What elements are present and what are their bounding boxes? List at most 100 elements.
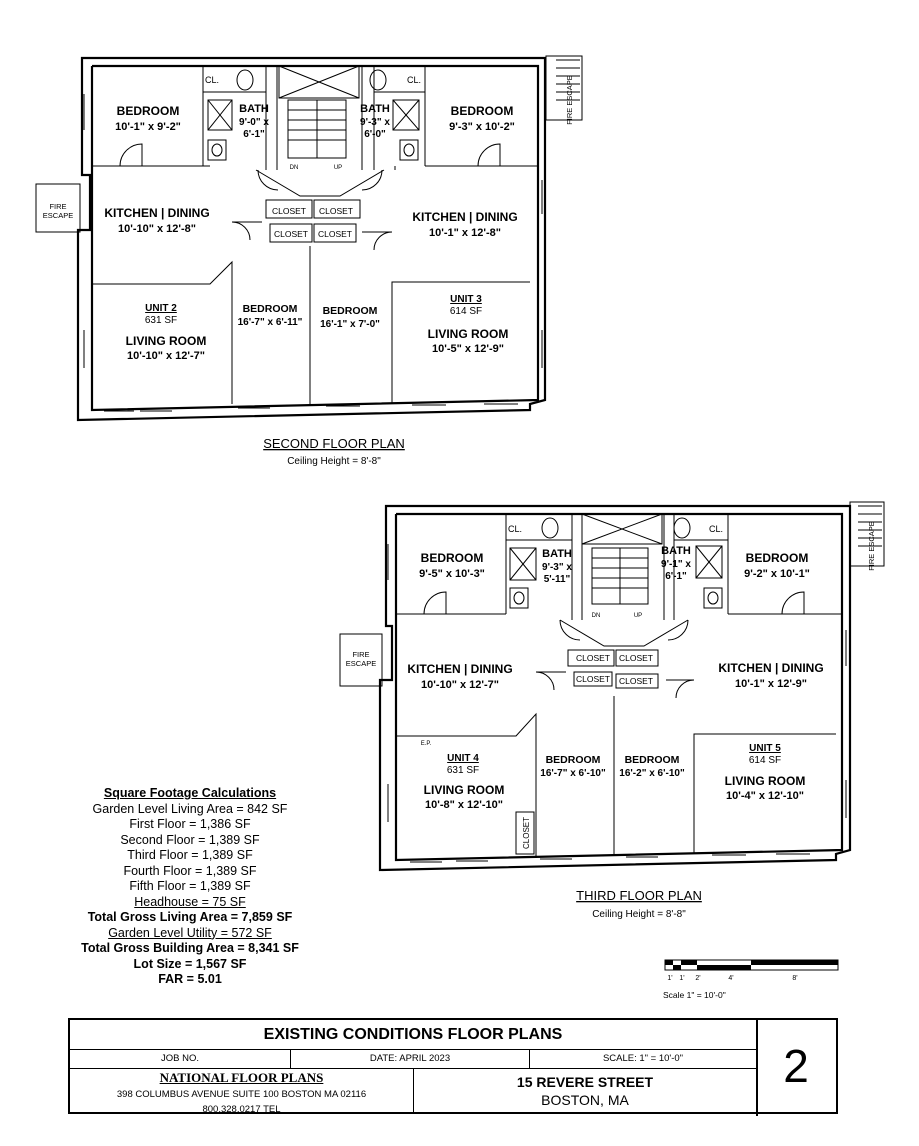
property-street: 15 REVERE STREET bbox=[516, 1074, 654, 1090]
scale-label-2: 1' bbox=[679, 975, 684, 982]
title-block: EXISTING CONDITIONS FLOOR PLANS JOB NO. … bbox=[68, 1018, 838, 1116]
scale-label-1: 1' bbox=[667, 975, 672, 982]
sf-bath-left-dim1: 9'-0" x bbox=[239, 117, 269, 128]
third-floor-ceiling: Ceiling Height = 8'-8" bbox=[592, 909, 686, 920]
scale-label-3: 2' bbox=[695, 975, 700, 982]
sf-unit-left-sf: 631 SF bbox=[145, 315, 177, 326]
sqft-line-utility: Garden Level Utility = 572 SF bbox=[108, 925, 272, 940]
property-block: 15 REVERE STREET BOSTON, MA bbox=[414, 1068, 756, 1112]
sqft-line-first: First Floor = 1,386 SF bbox=[129, 817, 251, 831]
scale-caption: Scale 1" = 10'-0" bbox=[663, 990, 726, 1000]
tf-unit-left: UNIT 4 bbox=[447, 753, 479, 764]
tf-bath-left-name: BATH bbox=[542, 548, 572, 560]
sf-bath-left-dim2: 6'-1" bbox=[243, 129, 265, 140]
scale-label-5: 8' bbox=[792, 975, 797, 982]
sqft-line-headhouse: Headhouse = 75 SF bbox=[134, 894, 246, 909]
tf-bedroom-left-dim: 9'-5" x 10'-3" bbox=[419, 568, 485, 580]
tf-closet-living: CLOSET bbox=[522, 817, 531, 849]
sf-bath-right-dim2: 6'-0" bbox=[364, 129, 386, 140]
sf-kitchen-left-name: KITCHEN | DINING bbox=[104, 206, 209, 220]
tf-kitchen-left-name: KITCHEN | DINING bbox=[407, 662, 512, 676]
sf-cl-right: CL. bbox=[407, 75, 421, 85]
tf-bath-left-dim2: 5'-11" bbox=[544, 574, 571, 585]
sf-fire-escape-left-2: ESCAPE bbox=[43, 211, 73, 220]
tf-bedroom-right-dim: 9'-2" x 10'-1" bbox=[744, 568, 810, 580]
sqft-line-second: Second Floor = 1,389 SF bbox=[120, 832, 260, 847]
sf-unit-right: UNIT 3 bbox=[450, 294, 482, 305]
tf-kitchen-right-dim: 10'-1" x 12'-9" bbox=[735, 678, 807, 690]
tf-fire-escape-left-1: FIRE bbox=[352, 650, 369, 659]
sf-kitchen-right-dim: 10'-1" x 12'-8" bbox=[429, 227, 501, 239]
sf-bedroom-left-dim: 10'-1" x 9'-2" bbox=[115, 121, 181, 133]
property-city: BOSTON, MA bbox=[541, 1092, 629, 1108]
second-floor-ceiling: Ceiling Height = 8'-8" bbox=[287, 456, 381, 467]
tf-bedroom-c2-name: BEDROOM bbox=[625, 754, 680, 766]
tf-cl-right: CL. bbox=[709, 524, 723, 534]
sqft-line-total-living: Total Gross Living Area = 7,859 SF bbox=[87, 910, 293, 924]
sf-bedroom-right-name: BEDROOM bbox=[451, 104, 514, 118]
tf-ep: E.P. bbox=[421, 741, 432, 747]
sqft-line-third: Third Floor = 1,389 SF bbox=[127, 848, 253, 862]
tf-living-right-dim: 10'-4" x 12'-10" bbox=[726, 790, 804, 802]
sqft-line-fourth: Fourth Floor = 1,389 SF bbox=[123, 863, 257, 878]
sf-kitchen-left-dim: 10'-10" x 12'-8" bbox=[118, 223, 196, 235]
tf-cl-left: CL. bbox=[508, 524, 522, 534]
sqft-line-garden: Garden Level Living Area = 842 SF bbox=[92, 801, 288, 816]
tf-unit-right-sf: 614 SF bbox=[749, 755, 781, 766]
tf-closet-2: CLOSET bbox=[619, 653, 653, 663]
second-floor-outer-wall bbox=[76, 56, 547, 422]
scale-label-4: 4' bbox=[728, 975, 733, 982]
sf-living-left-dim: 10'-10" x 12'-7" bbox=[127, 350, 205, 362]
third-floor-title: THIRD FLOOR PLAN bbox=[576, 888, 702, 903]
sheet-title: EXISTING CONDITIONS FLOOR PLANS bbox=[70, 1020, 756, 1050]
tf-closet-3: CLOSET bbox=[576, 674, 610, 684]
sf-bedroom-right-dim: 9'-3" x 10'-2" bbox=[449, 121, 515, 133]
sf-bedroom-c1-name: BEDROOM bbox=[243, 303, 298, 315]
title-block-info-row: JOB NO. DATE: APRIL 2023 SCALE: 1" = 10'… bbox=[70, 1049, 756, 1069]
sf-living-left-name: LIVING ROOM bbox=[126, 334, 207, 348]
tf-bedroom-c2-dim: 16'-2" x 6'-10" bbox=[619, 768, 685, 779]
tf-bath-right-dim1: 9'-1" x bbox=[661, 559, 691, 570]
sf-stair-up: UP bbox=[334, 165, 342, 171]
floor-plans-drawing: BEDROOM 10'-1" x 9'-2" CL. BATH 9'-0" x … bbox=[35, 55, 885, 1000]
tf-living-right-name: LIVING ROOM bbox=[725, 774, 806, 788]
tf-fire-escape-right: FIRE ESCAPE bbox=[867, 521, 876, 571]
tf-bedroom-right-name: BEDROOM bbox=[746, 551, 809, 565]
tf-bedroom-left-name: BEDROOM bbox=[421, 551, 484, 565]
tf-bath-left-dim1: 9'-3" x bbox=[542, 562, 572, 573]
sqft-heading: Square Footage Calculations bbox=[103, 786, 277, 800]
tf-bath-right-name: BATH bbox=[661, 545, 691, 557]
sf-bath-left-name: BATH bbox=[239, 103, 269, 115]
second-floor-title: SECOND FLOOR PLAN bbox=[263, 436, 405, 451]
sf-living-right-name: LIVING ROOM bbox=[428, 327, 509, 341]
sf-closet-1: CLOSET bbox=[272, 206, 306, 216]
third-floor-outer-wall bbox=[378, 504, 852, 872]
sqft-line-fifth: Fifth Floor = 1,389 SF bbox=[129, 879, 251, 893]
sf-closet-3: CLOSET bbox=[274, 229, 308, 239]
sf-closet-4: CLOSET bbox=[318, 229, 352, 239]
scale: SCALE: 1" = 10'-0" bbox=[602, 1053, 684, 1064]
sqft-line-far: FAR = 5.01 bbox=[158, 972, 222, 986]
sf-stair-dn: DN bbox=[290, 165, 299, 171]
tf-unit-right: UNIT 5 bbox=[749, 743, 781, 754]
tf-bedroom-c1-name: BEDROOM bbox=[546, 754, 601, 766]
third-floor-plan: BEDROOM 9'-5" x 10'-3" CL. BATH 9'-3" x … bbox=[339, 501, 885, 920]
tf-living-left-name: LIVING ROOM bbox=[424, 783, 505, 797]
sf-bedroom-left-name: BEDROOM bbox=[117, 104, 180, 118]
tf-fire-escape-left-2: ESCAPE bbox=[346, 659, 376, 668]
sf-bath-right-name: BATH bbox=[360, 103, 390, 115]
sf-unit-left: UNIT 2 bbox=[145, 303, 177, 314]
sf-kitchen-right-name: KITCHEN | DINING bbox=[412, 210, 517, 224]
tf-stair-up: UP bbox=[634, 613, 642, 619]
sf-bedroom-c2-name: BEDROOM bbox=[323, 305, 378, 317]
tf-closet-4: CLOSET bbox=[619, 676, 653, 686]
company-name: NATIONAL FLOOR PLANS bbox=[159, 1070, 324, 1085]
sf-fire-escape-right: FIRE ESCAPE bbox=[565, 75, 574, 125]
tf-living-left-dim: 10'-8" x 12'-10" bbox=[425, 799, 503, 811]
sf-fire-escape-left-1: FIRE bbox=[49, 202, 66, 211]
tf-kitchen-left-dim: 10'-10" x 12'-7" bbox=[421, 679, 499, 691]
sf-living-right-dim: 10'-5" x 12'-9" bbox=[432, 343, 504, 355]
company-address: 398 COLUMBUS AVENUE SUITE 100 BOSTON MA … bbox=[116, 1089, 367, 1100]
tf-closet-1: CLOSET bbox=[576, 653, 610, 663]
square-footage-calculations: Square Footage Calculations Garden Level… bbox=[40, 786, 340, 988]
